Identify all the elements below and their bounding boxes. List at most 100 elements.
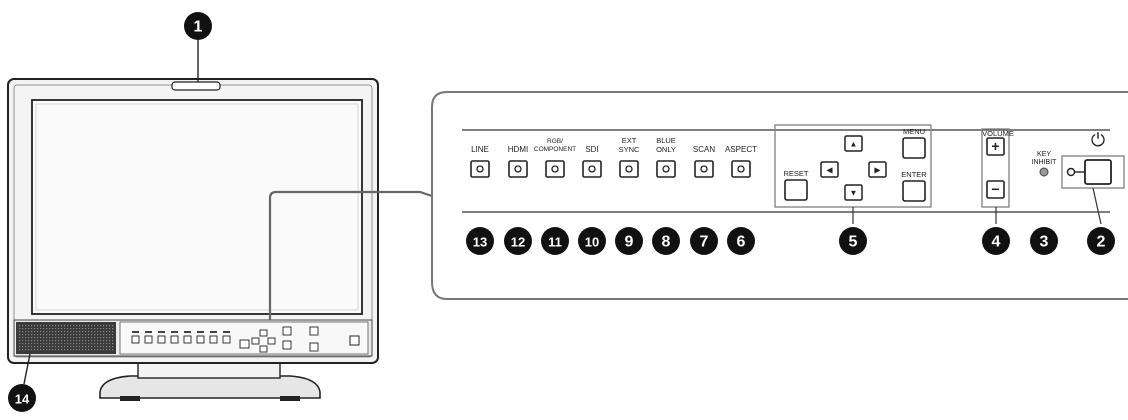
sdi-label: SDI: [585, 145, 598, 154]
mini-input-button: [170, 335, 179, 344]
callout-14-leader: [23, 353, 31, 385]
volume-control: VOLUME + −: [981, 128, 1014, 208]
mini-control-button: [259, 329, 268, 337]
input-buttons-row: LINE HDMI RGB/ COMPONENT SDI: [470, 136, 757, 178]
callout-7: 7: [690, 227, 718, 255]
scan-button[interactable]: [694, 160, 714, 178]
callout-4: 4: [982, 227, 1010, 255]
mini-input-button: [157, 335, 166, 344]
monitor-illustration: [7, 78, 379, 401]
enter-label: ENTER: [901, 170, 927, 179]
mini-input-button-label: [210, 331, 217, 333]
mini-control-button: [309, 342, 319, 352]
monitor-stand-base: [99, 375, 321, 399]
hdmi-label: HDMI: [508, 145, 528, 154]
rgb-component-button[interactable]: [545, 160, 565, 178]
callout-1: 1: [184, 12, 212, 40]
svg-text:4: 4: [992, 234, 1001, 251]
mini-input-button-label: [171, 331, 178, 333]
key-inhibit-label-line1: KEY: [1037, 151, 1051, 158]
volume-plus-button[interactable]: [986, 137, 1005, 156]
mini-input-button: [209, 335, 218, 344]
navigation-cluster: RESET ▲ ◀ ▶ ▼ MENU ENTER: [774, 124, 932, 208]
svg-text:10: 10: [585, 235, 599, 250]
scan-label: SCAN: [693, 145, 715, 154]
svg-text:7: 7: [700, 234, 709, 251]
aspect-button[interactable]: [731, 160, 751, 178]
callout-14: 14: [8, 384, 36, 412]
key-inhibit-indicator: KEY INHIBIT: [1032, 151, 1058, 177]
monitor-screen: [31, 99, 363, 315]
enter-button[interactable]: [902, 180, 926, 202]
up-arrow-button[interactable]: [844, 135, 863, 152]
monitor-screen-inner: [35, 103, 359, 311]
callout-11: 11: [541, 227, 569, 255]
ext-sync-button[interactable]: [619, 160, 639, 178]
line-button[interactable]: [470, 160, 490, 178]
callout-9: 9: [615, 227, 643, 255]
mini-control-button: [309, 326, 319, 336]
mini-input-button-label: [184, 331, 191, 333]
line-label: LINE: [471, 145, 489, 154]
svg-text:3: 3: [1040, 234, 1049, 251]
menu-button[interactable]: [902, 137, 926, 159]
svg-text:6: 6: [737, 234, 746, 251]
zoom-panel-outline: [431, 91, 1128, 300]
power-control: ⏻: [1061, 130, 1125, 189]
speaker-grille: [16, 322, 116, 354]
mini-control-button: [239, 339, 250, 349]
mini-control-button: [259, 345, 268, 353]
arrow-up-icon: ▲: [850, 140, 858, 149]
mini-control-button: [251, 337, 260, 345]
power-button[interactable]: [1084, 159, 1112, 185]
callout-6: 6: [727, 227, 755, 255]
arrow-down-icon: ▼: [850, 189, 858, 198]
down-arrow-button[interactable]: [844, 184, 863, 201]
monitor-foot-left: [120, 396, 140, 401]
arrow-left-icon: ◀: [826, 166, 833, 175]
extsync-label-line2: SYNC: [619, 145, 640, 154]
volume-label: VOLUME: [982, 129, 1014, 138]
key-inhibit-lamp: [1039, 167, 1049, 177]
blueonly-label-line2: ONLY: [656, 145, 676, 154]
reset-button[interactable]: [784, 179, 808, 201]
callout-8: 8: [652, 227, 680, 255]
mini-input-button: [183, 335, 192, 344]
mini-input-button-label: [197, 331, 204, 333]
tally-lamp: [171, 81, 221, 91]
sdi-button[interactable]: [582, 160, 602, 178]
svg-text:1: 1: [194, 19, 203, 36]
power-indicator-lamp: [1066, 167, 1076, 177]
left-arrow-button[interactable]: [820, 161, 839, 178]
right-arrow-button[interactable]: [868, 161, 887, 178]
hdmi-button[interactable]: [508, 160, 528, 178]
blue-only-button[interactable]: [656, 160, 676, 178]
plus-icon: +: [991, 138, 999, 154]
arrow-right-icon: ▶: [874, 166, 881, 175]
svg-text:13: 13: [473, 235, 487, 250]
extsync-label-line1: EXT: [622, 136, 637, 145]
svg-text:14: 14: [15, 392, 30, 407]
mini-input-button: [196, 335, 205, 344]
mini-input-button-label: [145, 331, 152, 333]
callout-10: 10: [578, 227, 606, 255]
mini-control-buttons: [131, 326, 360, 353]
rgb-label-line2: COMPONENT: [534, 146, 576, 153]
mini-input-button-label: [223, 331, 230, 333]
key-inhibit-label-line2: INHIBIT: [1032, 159, 1058, 166]
mini-input-button: [131, 335, 140, 344]
callout-ticks: [852, 187, 1102, 225]
svg-text:8: 8: [662, 234, 671, 251]
mini-input-button-label: [132, 331, 139, 333]
zoom-leader-line: [268, 190, 433, 320]
mini-input-button: [222, 335, 231, 344]
mini-input-button: [144, 335, 153, 344]
speaker-grille-texture: [19, 325, 114, 351]
callout-12: 12: [504, 227, 532, 255]
mini-input-button-label: [158, 331, 165, 333]
callout-3: 3: [1030, 227, 1058, 255]
volume-minus-button[interactable]: [986, 180, 1005, 199]
rgb-label-line1: RGB/: [547, 138, 563, 145]
zoomed-control-panel: LINE HDMI RGB/ COMPONENT SDI: [431, 91, 1128, 300]
